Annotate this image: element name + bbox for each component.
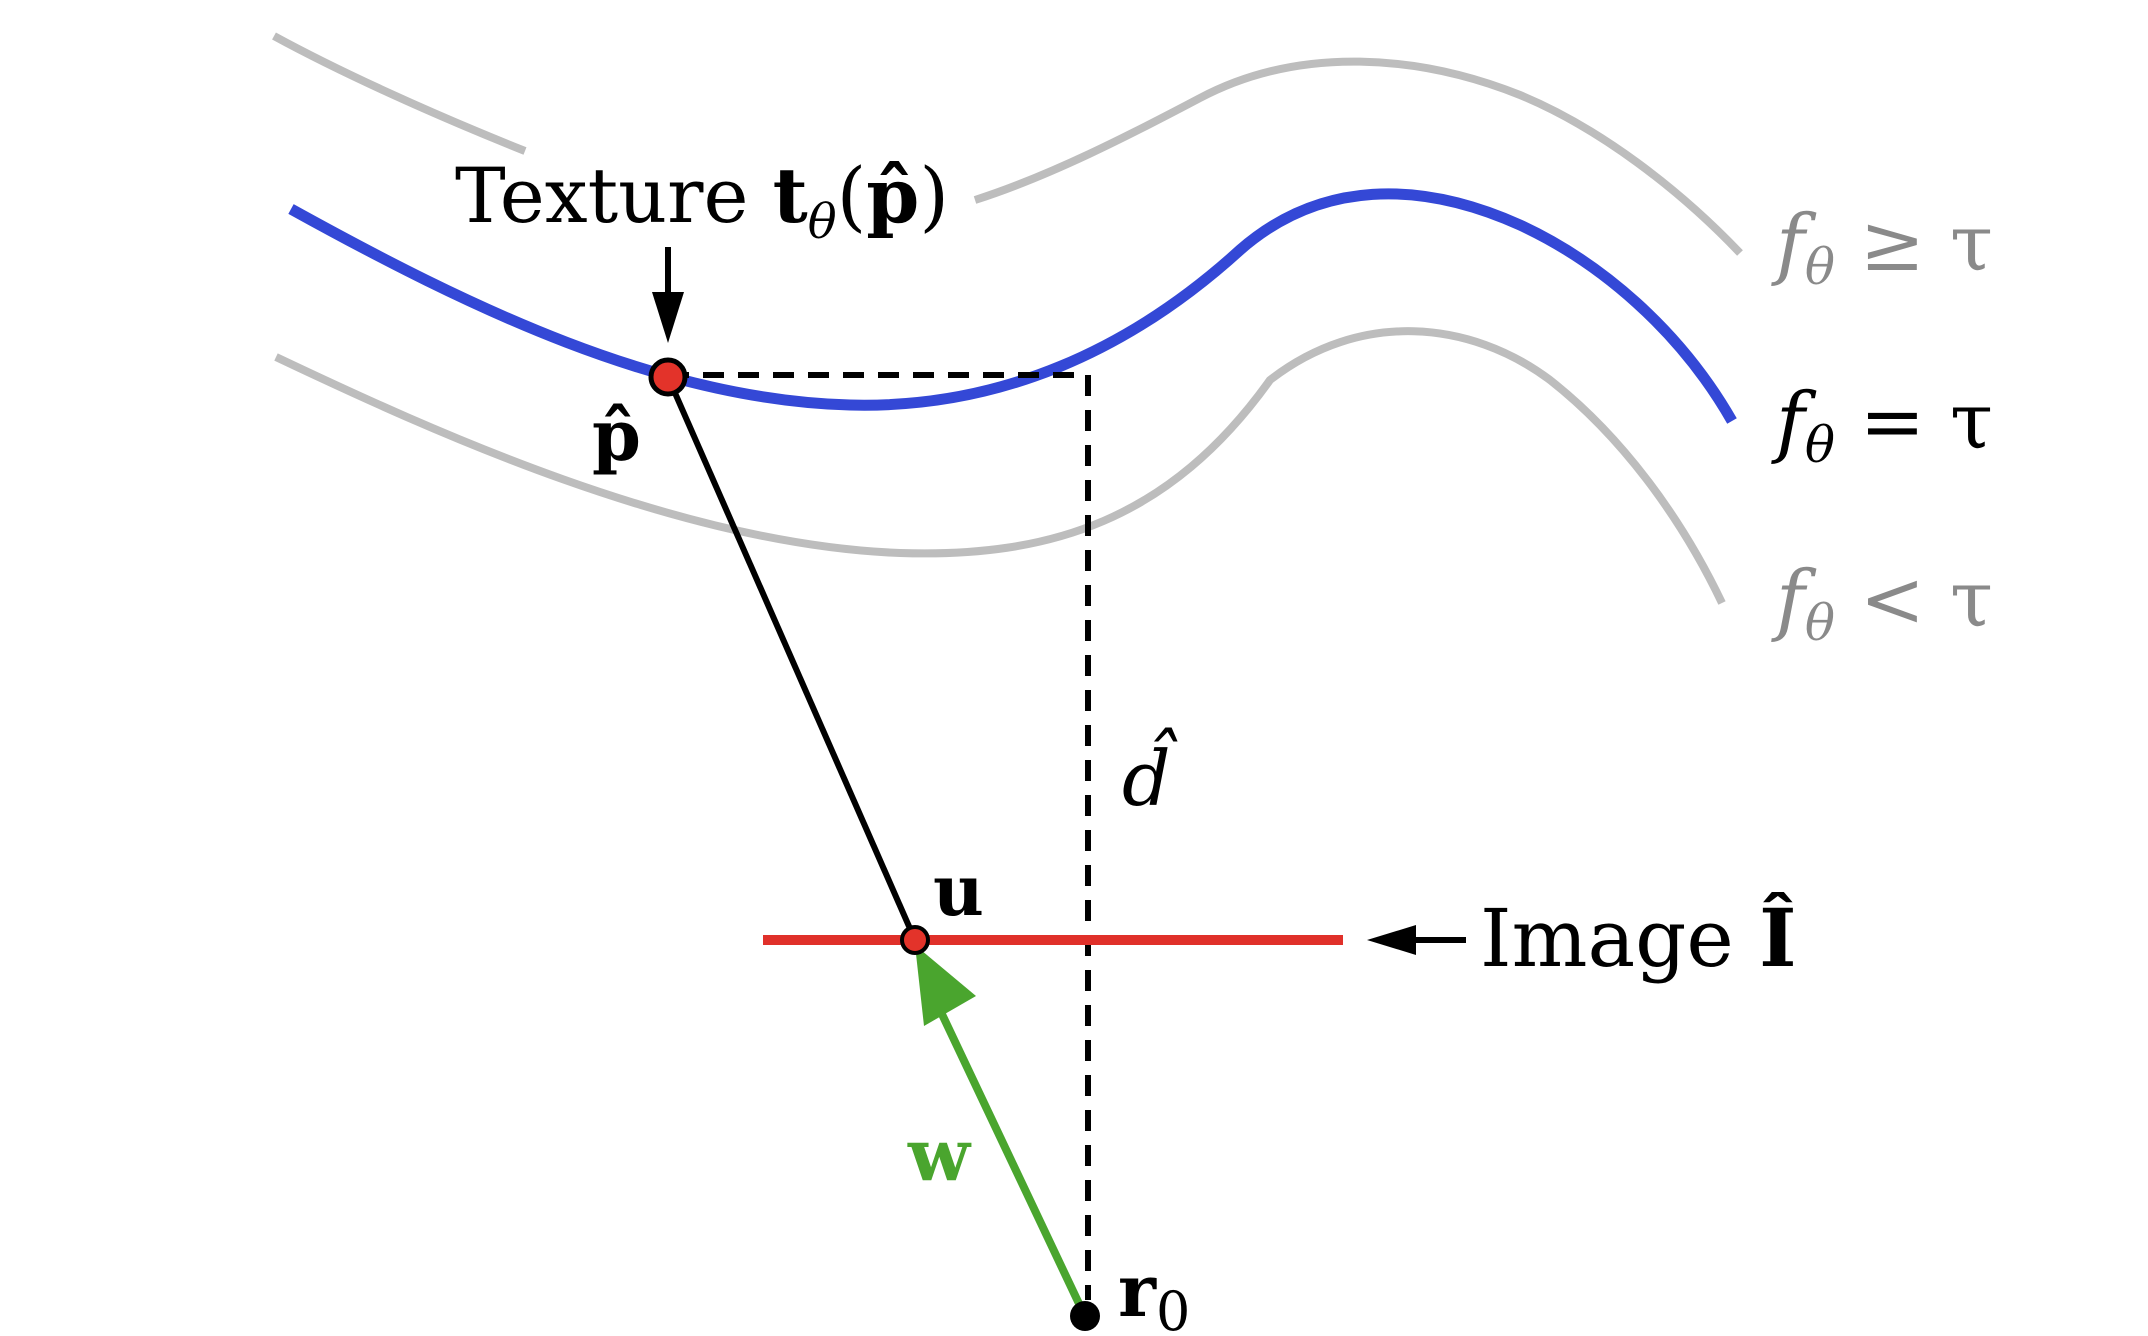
level-set-below-sub: θ bbox=[1805, 594, 1835, 652]
u-label: u bbox=[933, 849, 984, 932]
p-hat-label: p̂ bbox=[592, 394, 641, 477]
r0-r: r bbox=[1118, 1248, 1157, 1333]
r0-sub: 0 bbox=[1156, 1280, 1190, 1336]
direction-arrowhead-icon bbox=[915, 945, 976, 1026]
level-set-above-rel: ≥ τ bbox=[1835, 199, 1993, 289]
texture-label: Texture tθ(p̂) bbox=[455, 151, 949, 250]
surface-point-p bbox=[648, 357, 688, 397]
texture-word: Texture bbox=[455, 151, 773, 240]
texture-theta: θ bbox=[808, 194, 837, 250]
image-label: Image Î bbox=[1480, 891, 1797, 985]
level-set-below-label: fθ < τ bbox=[1771, 555, 1993, 652]
surface-curve bbox=[288, 188, 1737, 424]
direction-vector-line bbox=[936, 1008, 1086, 1312]
level-set-below-curve bbox=[274, 327, 1726, 605]
level-set-above-curve-left bbox=[272, 32, 527, 155]
image-I: Î bbox=[1759, 891, 1796, 985]
texture-t: t bbox=[773, 151, 808, 240]
texture-open-paren: ( bbox=[837, 151, 867, 240]
level-set-below-rel: < τ bbox=[1835, 555, 1993, 645]
texture-close-paren: ) bbox=[919, 151, 949, 240]
arrow-down-icon bbox=[652, 247, 684, 343]
level-set-above-sub: θ bbox=[1805, 238, 1835, 296]
d-hat-label: d̂ bbox=[1122, 728, 1178, 823]
ray-line bbox=[665, 375, 918, 942]
level-set-surface-label: fθ = τ bbox=[1771, 377, 1993, 474]
w-label: w bbox=[907, 1112, 972, 1197]
level-set-surface-sub: θ bbox=[1805, 416, 1835, 474]
arrow-left-icon bbox=[1367, 925, 1466, 955]
r0-label: r0 bbox=[1118, 1248, 1190, 1336]
pixel-point-u bbox=[900, 925, 930, 955]
level-set-above-curve-right bbox=[973, 57, 1743, 256]
camera-origin-point bbox=[1070, 1301, 1100, 1331]
texture-p: p̂ bbox=[866, 151, 919, 240]
level-set-surface-rel: = τ bbox=[1835, 377, 1993, 467]
image-word: Image bbox=[1480, 892, 1759, 985]
level-set-above-label: fθ ≥ τ bbox=[1771, 199, 1993, 296]
